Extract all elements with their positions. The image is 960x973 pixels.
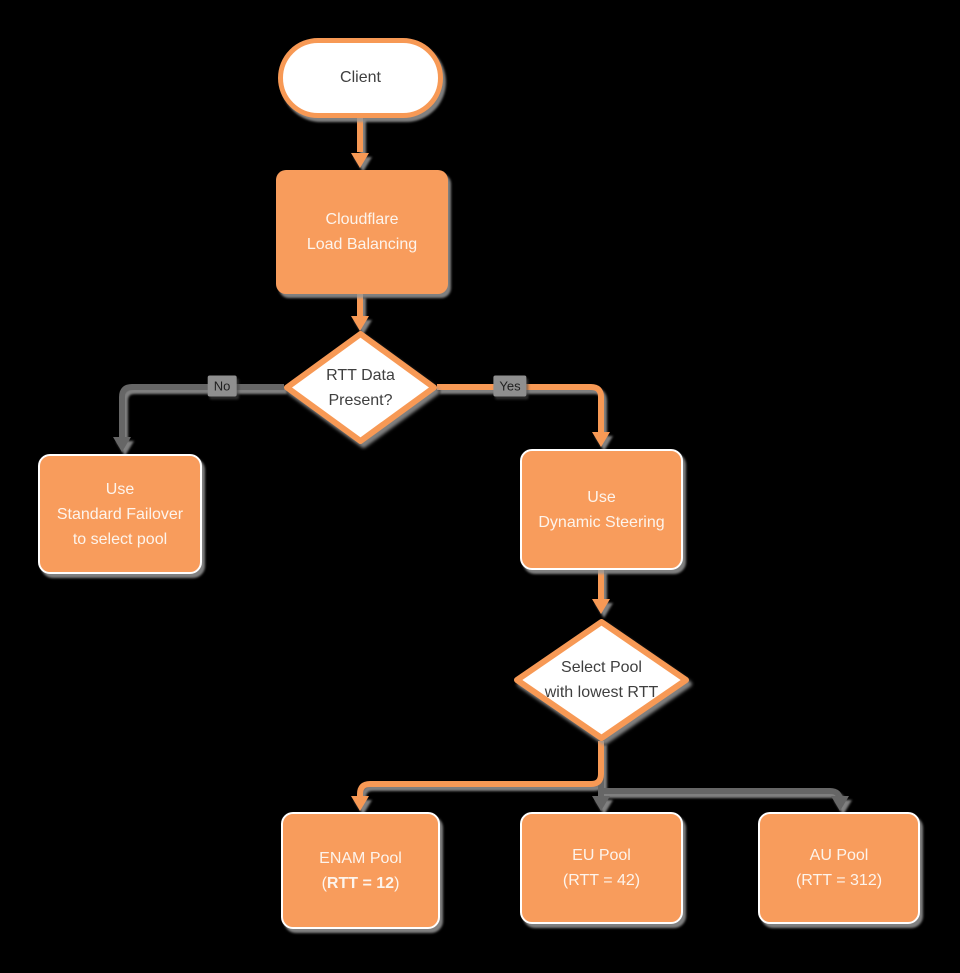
edge-dynamic-to-select-pool — [592, 569, 610, 614]
node-au-pool-name: AU Pool — [809, 847, 869, 864]
node-standard-failover: Use Standard Failover to select pool — [38, 454, 202, 574]
edge-no-to-standard-failover — [113, 384, 284, 452]
node-load-balancer-line1: Cloudflare — [325, 211, 399, 228]
node-select-pool-line1: Select Pool — [561, 659, 642, 676]
node-enam-pool-rtt-value: RTT = 12 — [326, 874, 395, 892]
node-au-pool-rtt: (RTT = 312) — [795, 872, 883, 889]
node-client-label: Client — [340, 69, 381, 86]
node-load-balancer-line2: Load Balancing — [306, 236, 418, 253]
node-dynamic-steering: Use Dynamic Steering — [520, 449, 683, 570]
node-enam-pool: ENAM Pool (RTT = 12) — [281, 812, 440, 929]
node-eu-pool-name: EU Pool — [572, 847, 631, 864]
node-select-pool: Select Pool with lowest RTT — [513, 618, 690, 742]
node-rtt-decision: RTT Data Present? — [283, 330, 438, 445]
node-standard-failover-line2: Standard Failover — [56, 505, 184, 523]
node-eu-pool-rtt: (RTT = 42) — [562, 872, 641, 889]
node-client: Client — [278, 38, 443, 118]
node-dynamic-steering-line2: Dynamic Steering — [538, 513, 665, 531]
edge-yes-to-dynamic-steering — [437, 384, 610, 447]
diamond-shape — [514, 619, 689, 741]
node-standard-failover-line1: Use — [105, 480, 135, 498]
edge-label-yes: Yes — [493, 375, 527, 397]
node-standard-failover-line3: to select pool — [72, 530, 168, 548]
edge-to-enam-pool — [351, 741, 604, 811]
node-rtt-decision-line1: RTT Data — [326, 366, 395, 384]
node-load-balancer: Cloudflare Load Balancing — [276, 170, 448, 294]
node-au-pool: AU Pool (RTT = 312) — [758, 812, 920, 924]
edge-to-au-pool — [601, 788, 849, 811]
node-enam-pool-rtt: (RTT = 12) — [321, 874, 400, 892]
node-rtt-decision-line2: Present? — [328, 391, 393, 409]
node-dynamic-steering-line1: Use — [587, 488, 616, 506]
diamond-shape — [284, 331, 437, 444]
node-enam-pool-name: ENAM Pool — [319, 849, 402, 867]
edge-client-to-lb — [351, 116, 369, 168]
node-eu-pool: EU Pool (RTT = 42) — [520, 812, 683, 924]
edge-lb-to-decision — [351, 294, 369, 331]
edge-label-no: No — [207, 375, 237, 397]
node-select-pool-line2: with lowest RTT — [544, 684, 659, 701]
